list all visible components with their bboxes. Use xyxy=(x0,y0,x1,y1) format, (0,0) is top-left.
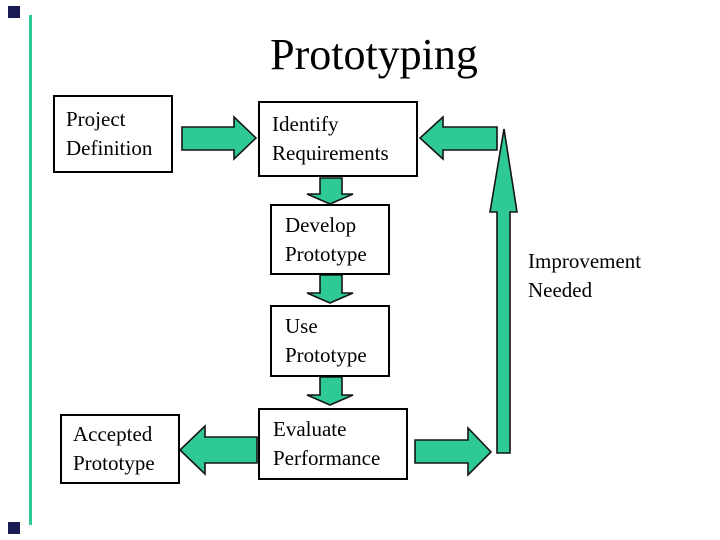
node-project-definition: Project Definition xyxy=(53,95,173,173)
top-left-accent-square xyxy=(8,6,20,18)
node-use-prototype: Use Prototype xyxy=(270,305,390,377)
node-evaluate-performance: Evaluate Performance xyxy=(258,408,408,480)
arrow-feedback-to-identify xyxy=(418,115,498,161)
bottom-left-accent-square xyxy=(8,522,20,534)
node-develop-prototype-label: Develop Prototype xyxy=(285,212,367,266)
left-accent-bar xyxy=(29,15,32,525)
arrow-improvement-up xyxy=(489,128,518,454)
arrow-develop-to-use xyxy=(306,274,354,304)
node-accepted-prototype: Accepted Prototype xyxy=(60,414,180,484)
node-identify-requirements: Identify Requirements xyxy=(258,101,418,177)
arrow-use-to-evaluate xyxy=(306,376,354,406)
arrow-evaluate-to-feedback xyxy=(414,426,493,477)
node-develop-prototype: Develop Prototype xyxy=(270,204,390,275)
arrow-evaluate-to-accepted xyxy=(178,424,258,476)
node-identify-requirements-label: Identify Requirements xyxy=(272,112,389,165)
arrow-identify-to-develop xyxy=(306,177,354,205)
node-project-definition-label: Project Definition xyxy=(66,107,153,160)
improvement-needed-label: Improvement Needed xyxy=(528,249,642,302)
node-use-prototype-label: Use Prototype xyxy=(285,314,367,367)
node-evaluate-performance-label: Evaluate Performance xyxy=(273,417,381,470)
slide-title: Prototyping xyxy=(270,30,478,79)
node-accepted-prototype-label: Accepted Prototype xyxy=(73,422,155,475)
arrow-project-to-identify xyxy=(181,115,258,161)
